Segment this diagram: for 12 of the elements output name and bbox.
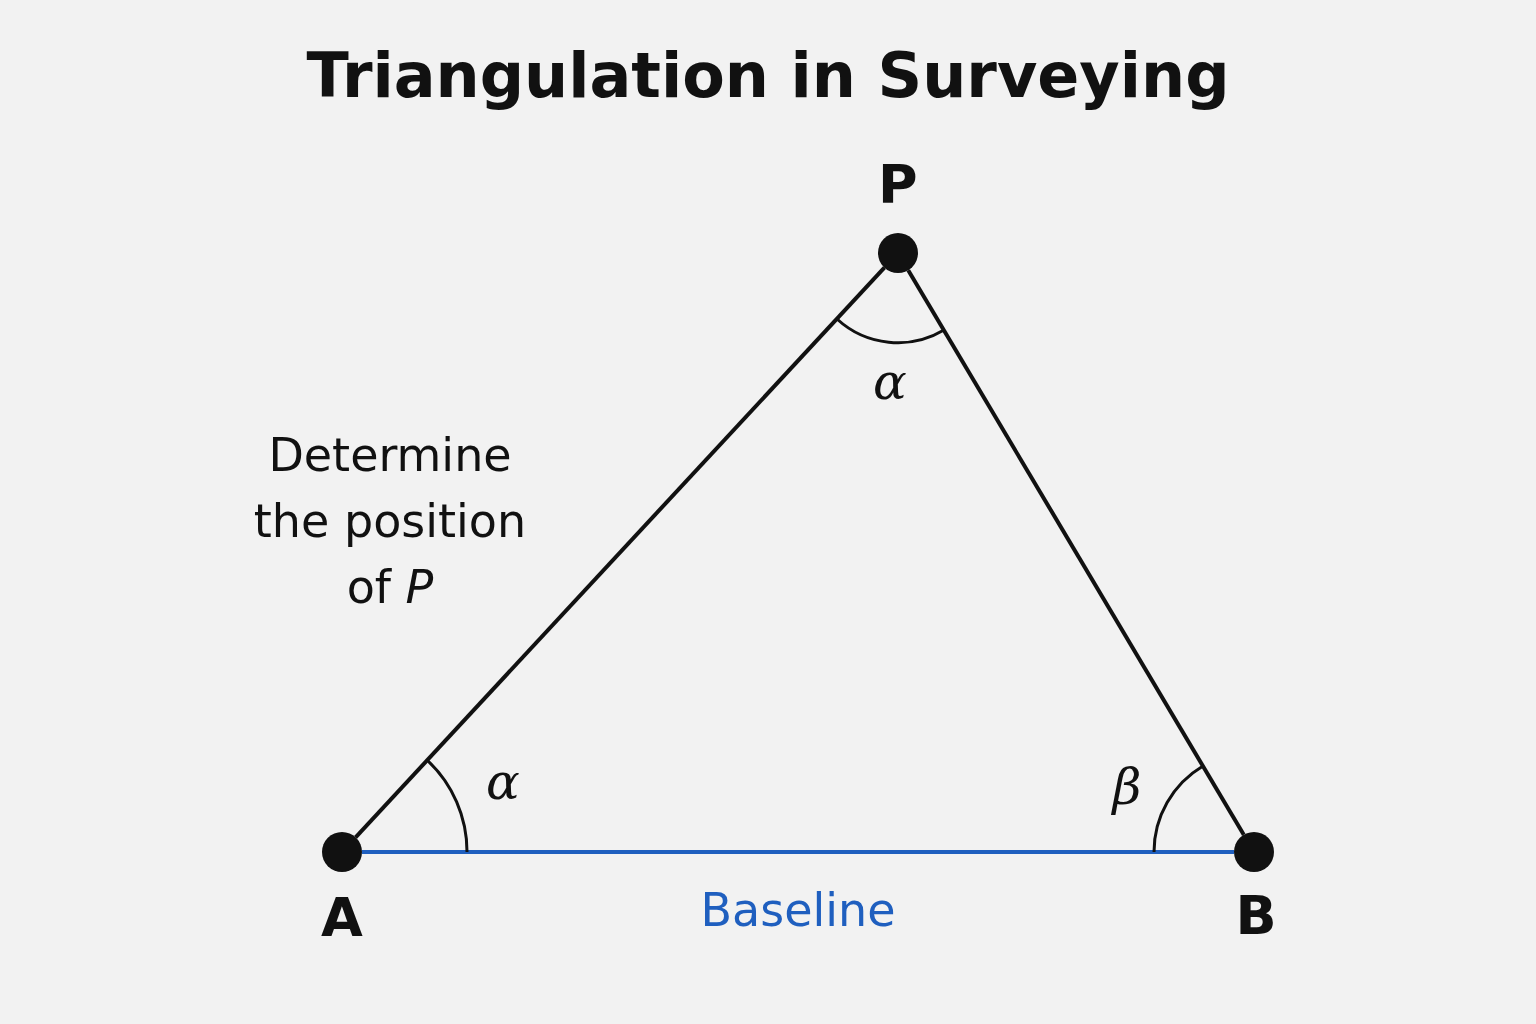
line-segment — [354, 266, 886, 839]
note-text: Determine the position of P — [252, 427, 528, 616]
angle-symbol: α — [486, 754, 520, 810]
point-label: B — [1235, 886, 1277, 946]
line-segment — [362, 850, 1234, 854]
point-label: P — [878, 155, 918, 215]
diagram-title: Triangulation in Surveying — [305, 38, 1231, 114]
angle-symbol: α — [873, 354, 907, 410]
point-label: A — [321, 888, 363, 948]
angle-symbol: β — [1112, 759, 1142, 815]
line-segment — [906, 269, 1246, 836]
edge-label: Baseline — [700, 882, 896, 938]
